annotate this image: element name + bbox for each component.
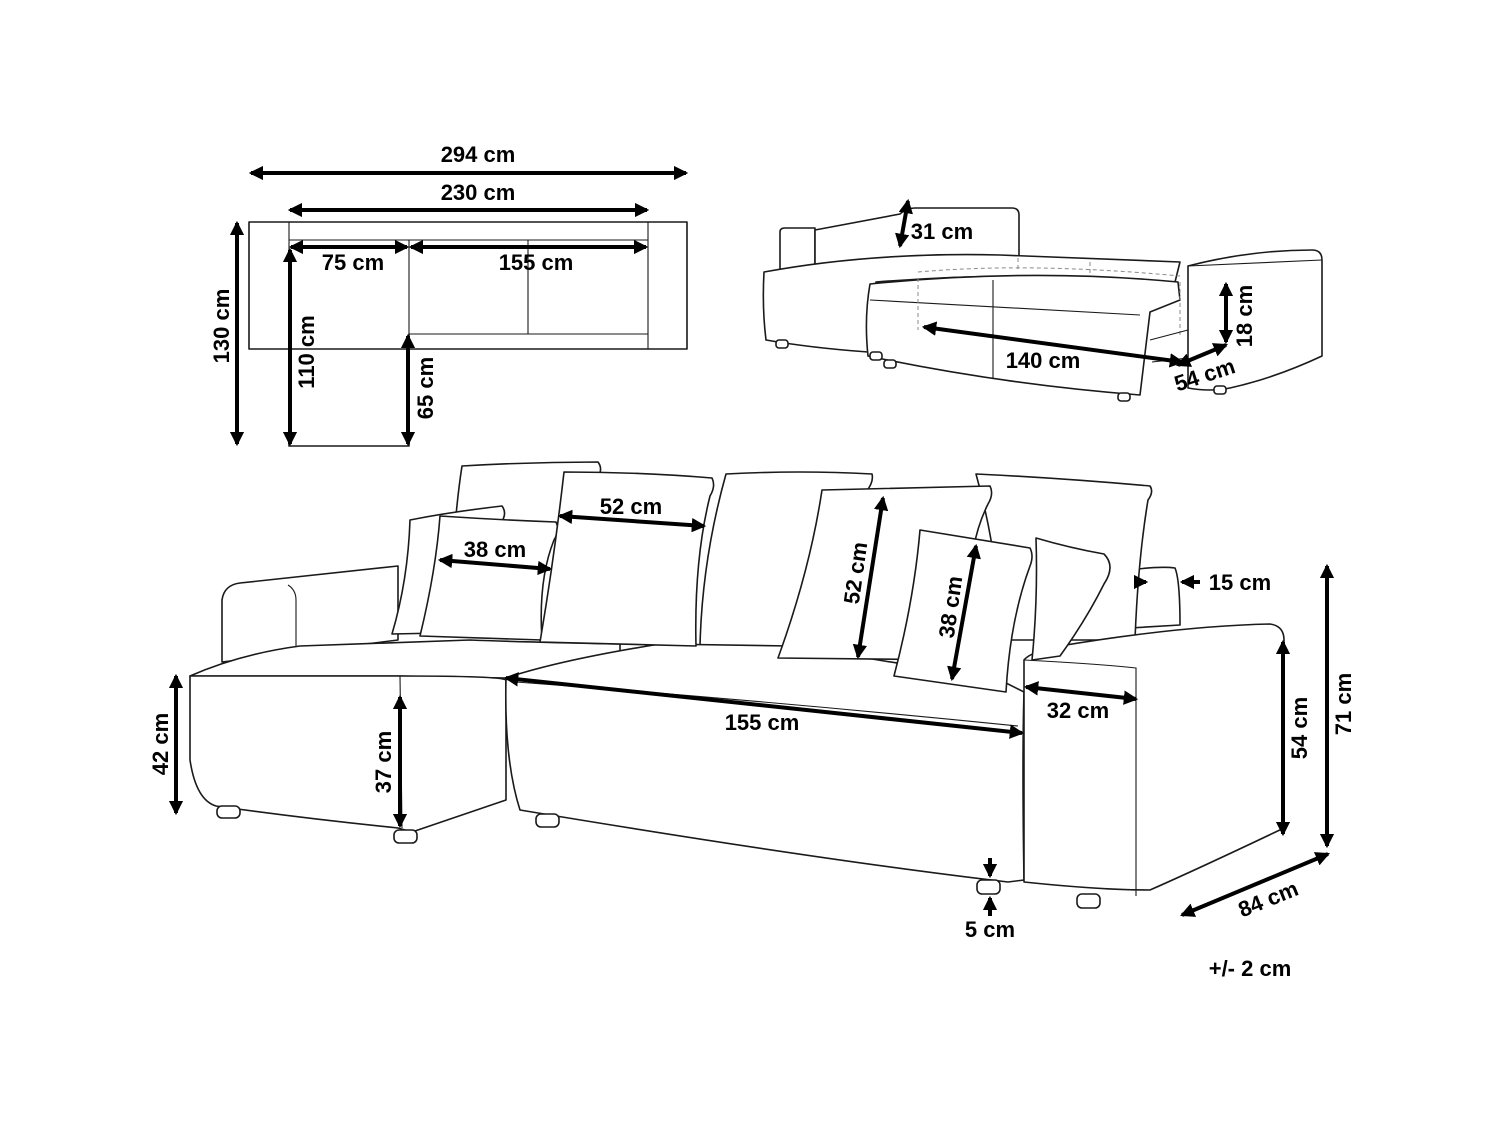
dim-line-large-cushion — [557, 509, 707, 533]
front-view-dimensions: 52 cm 38 cm 52 cm 38 cm 15 cm 155 cm 32 … — [148, 494, 1356, 981]
label-seat-width: 155 cm — [725, 710, 800, 735]
label-overall-depth: 130 cm — [209, 289, 234, 364]
dim-line-large-cushion-height — [852, 495, 889, 660]
label-leg-height: 5 cm — [965, 917, 1015, 942]
label-armrest-width: 32 cm — [1047, 698, 1109, 723]
dim-line-bed-length — [921, 321, 1185, 368]
label-large-cushion: 52 cm — [600, 494, 662, 519]
label-overall-width: 294 cm — [441, 142, 516, 167]
label-back-thickness: 15 cm — [1209, 570, 1271, 595]
label-seat-depth: 65 cm — [413, 357, 438, 419]
top-view-dimensions: 294 cm 230 cm 75 cm 155 cm 130 cm 110 cm… — [209, 142, 689, 447]
label-chaise-height: 42 cm — [148, 713, 173, 775]
front-view-outline — [189, 461, 1285, 909]
label-small-cushion: 38 cm — [464, 537, 526, 562]
label-armrest-height: 54 cm — [1287, 697, 1312, 759]
dim-line-small-cushion — [437, 553, 553, 576]
label-inner-width: 230 cm — [441, 180, 516, 205]
label-storage-height: 18 cm — [1232, 285, 1257, 347]
label-sofa-width: 155 cm — [499, 250, 574, 275]
label-seat-height: 37 cm — [371, 731, 396, 793]
label-backrest-height: 31 cm — [911, 219, 973, 244]
label-chaise-depth: 110 cm — [294, 315, 319, 388]
label-total-depth: 84 cm — [1235, 876, 1302, 923]
dim-line-total-depth — [1180, 852, 1330, 917]
dim-line-small-cushion-height — [947, 543, 981, 682]
dim-line-seat-width — [503, 672, 1025, 739]
dim-line-armrest-width — [1023, 681, 1139, 705]
label-total-height: 71 cm — [1331, 673, 1356, 735]
label-bed-length: 140 cm — [1006, 348, 1081, 373]
label-tolerance: +/- 2 cm — [1209, 956, 1292, 981]
label-chaise-width: 75 cm — [322, 250, 384, 275]
dim-line-storage-depth — [1176, 343, 1228, 367]
dim-line-backrest-height — [895, 198, 913, 249]
